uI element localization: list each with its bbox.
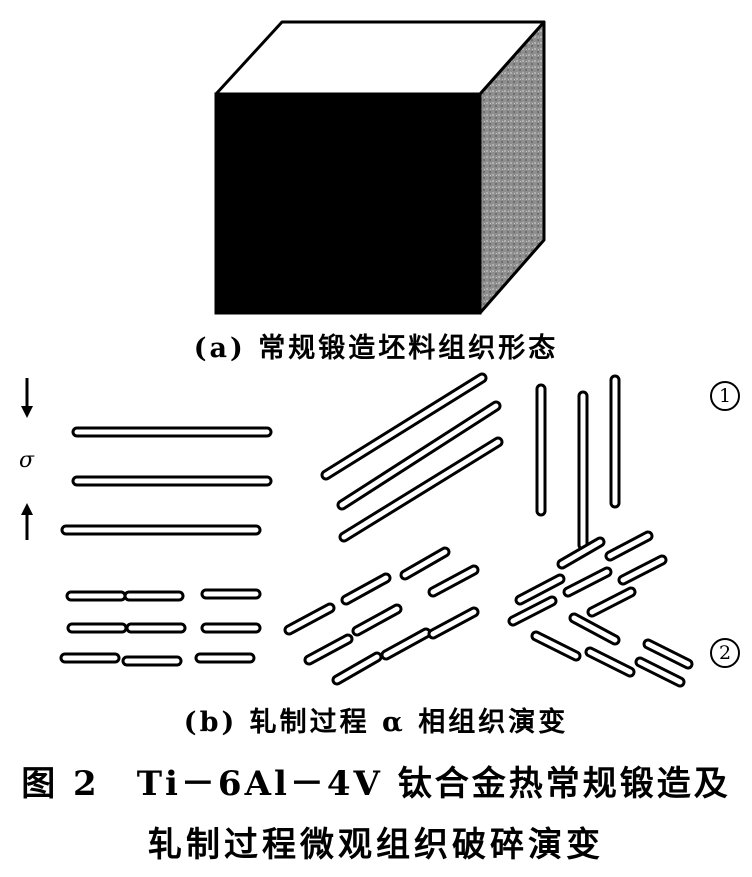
cube-front-face <box>214 92 482 315</box>
alpha-lamella-short <box>380 627 432 661</box>
figure-title-line-2: 轧制过程微观组织破碎演变 <box>148 825 604 865</box>
alpha-lamella-short <box>303 633 354 666</box>
marker-1: ①1 <box>710 381 740 411</box>
alpha-lamella-long <box>336 400 502 511</box>
alpha-lamella-short <box>604 530 654 562</box>
alpha-lamella-short <box>617 554 668 586</box>
alpha-phase-lamellae <box>59 372 694 688</box>
alpha-lamella-short <box>584 646 636 678</box>
alpha-lamella-short <box>530 630 582 662</box>
arrow-down-icon <box>21 378 33 418</box>
alpha-lamella-short <box>340 572 392 606</box>
alpha-lamella-short <box>642 638 694 670</box>
alpha-lamella-long <box>338 436 504 543</box>
alpha-lamella-short <box>568 612 621 646</box>
alpha-lamella-short <box>283 602 336 636</box>
alpha-lamella-short <box>634 656 686 688</box>
forged-billet-cube <box>214 20 546 315</box>
alpha-lamella-long <box>320 372 488 481</box>
alpha-lamella-short <box>427 606 480 640</box>
marker-2: ②2 <box>710 638 740 668</box>
stress-arrows <box>21 378 33 540</box>
alpha-lamella-short <box>507 595 558 627</box>
alpha-lamella-short <box>586 586 637 618</box>
alpha-lamella-short <box>351 603 403 637</box>
alpha-lamella-short <box>556 536 606 570</box>
alpha-lamella-short <box>562 566 613 598</box>
stress-sigma-label: σ <box>19 448 35 473</box>
arrow-up-icon <box>21 503 33 540</box>
alpha-lamella-short <box>399 546 451 581</box>
figure-title-line-1: 图 2 Ti－6Al－4V 钛合金热常规锻造及 <box>21 764 731 804</box>
alpha-lamella-short <box>514 573 566 606</box>
panel-b-caption: (b) 轧制过程 α 相组织演变 <box>183 707 569 738</box>
alpha-lamella-short <box>331 651 383 686</box>
panel-a-caption: (a) 常规锻造坯料组织形态 <box>193 333 559 364</box>
alpha-lamella-short <box>427 564 480 598</box>
